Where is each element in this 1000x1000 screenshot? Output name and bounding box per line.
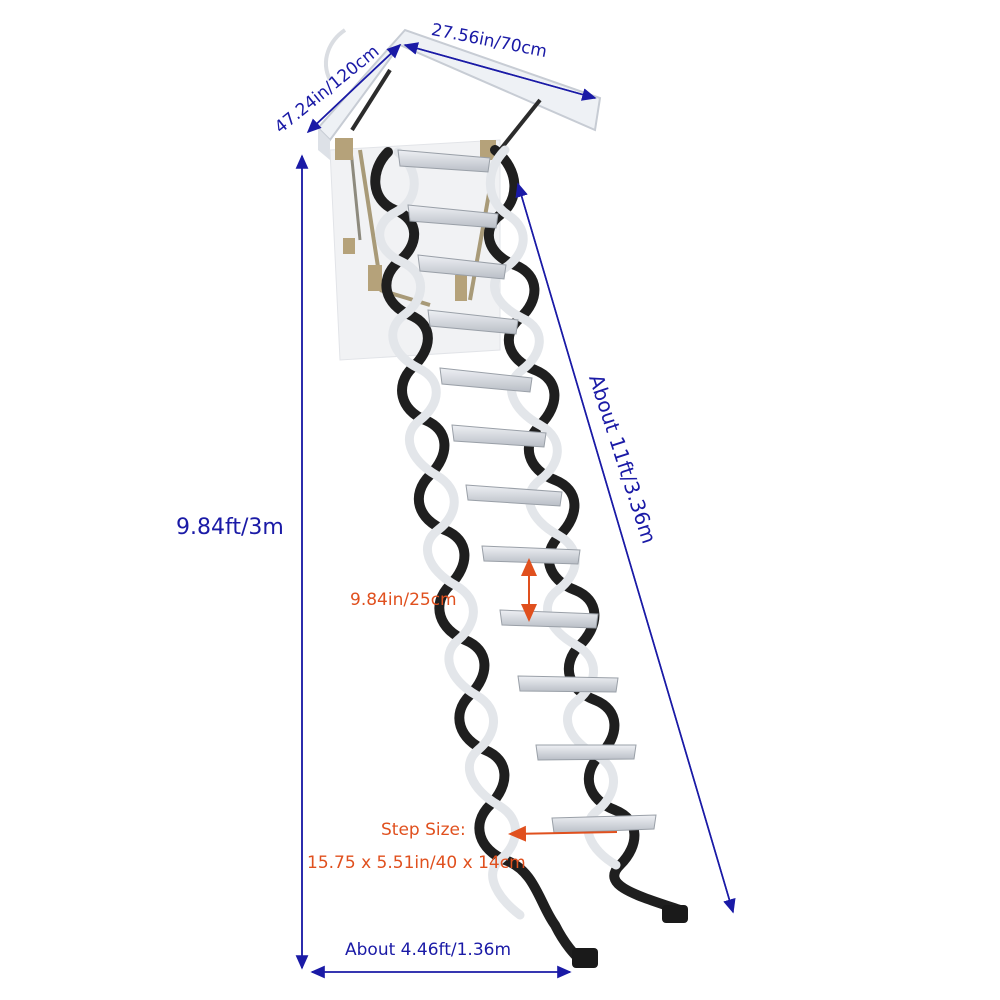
step-size-title: Step Size: <box>381 820 466 840</box>
ladder-feet <box>572 905 688 968</box>
floor-span-label: About 4.46ft/1.36m <box>345 940 512 960</box>
dimension-lines <box>295 42 736 979</box>
ladder-steps <box>397 149 657 834</box>
annotation-arrows <box>508 558 618 842</box>
hatch-frame <box>316 28 602 361</box>
step-rise-label: 9.84in/25cm <box>350 590 457 610</box>
ceiling-height-label: 9.84ft/3m <box>176 515 284 540</box>
step-size-value: 15.75 x 5.51in/40 x 14cm <box>307 853 526 873</box>
